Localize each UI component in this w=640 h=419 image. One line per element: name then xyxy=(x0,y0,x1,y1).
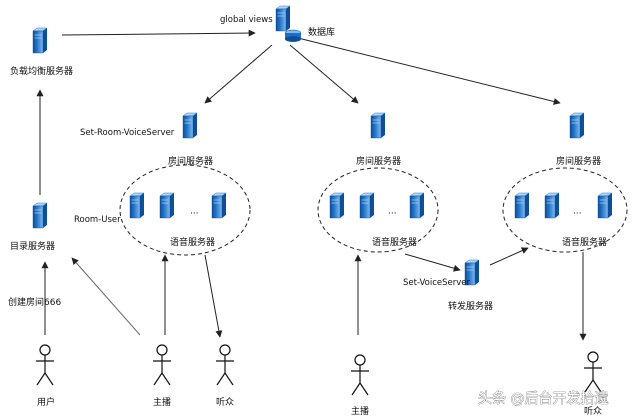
voice-server-icon xyxy=(211,192,227,219)
ellipsis-2: ··· xyxy=(388,209,397,219)
directory-server-label: 目录服务器 xyxy=(10,240,55,252)
database-label: 数据库 xyxy=(308,26,335,38)
voice-server-icon xyxy=(129,192,145,219)
database-server-icon xyxy=(275,5,291,32)
voice-server-icon xyxy=(514,192,530,219)
ellipsis-3: ··· xyxy=(573,209,582,219)
room-server-3-icon xyxy=(569,112,585,139)
host-1-label: 主播 xyxy=(153,396,171,408)
audience-actor-icon xyxy=(215,344,235,386)
create-room-label: 创建房间666 xyxy=(8,296,61,308)
global-views-label: global views xyxy=(220,15,273,25)
room-server-1-label: 房间服务器 xyxy=(168,155,213,167)
set-room-voice-server-label: Set-Room-VoiceServer xyxy=(80,128,175,138)
user-label: 用户 xyxy=(37,396,55,408)
relay-server-label: 转发服务器 xyxy=(448,300,493,312)
host-2-label: 主播 xyxy=(351,405,369,417)
room-server-2-icon xyxy=(370,112,386,139)
voice-cluster-3 xyxy=(502,167,628,253)
audience-2-label: 听众 xyxy=(584,406,602,417)
voice-server-icon xyxy=(544,192,560,219)
set-voice-server-label: Set-VoiceServer xyxy=(403,278,471,288)
room-server-3-label: 房间服务器 xyxy=(556,155,601,167)
user-actor-icon xyxy=(35,344,55,386)
voice-server-icon xyxy=(597,192,613,219)
voice-server-icon xyxy=(159,192,175,219)
room-user-label: Room-User xyxy=(74,215,121,225)
load-balancer-server-icon xyxy=(32,27,48,54)
voice-cluster-2 xyxy=(317,167,439,253)
directory-server-icon xyxy=(32,202,48,229)
watermark: 头条 @后台开发拾遗 xyxy=(478,390,608,407)
room-server-1-icon xyxy=(182,112,198,139)
voice-server-icon xyxy=(359,192,375,219)
ellipsis-1: ··· xyxy=(190,209,199,219)
host-actor-icon xyxy=(152,344,172,386)
audience-1-label: 听众 xyxy=(216,397,234,408)
host-actor-icon xyxy=(350,354,370,396)
audience-actor-icon xyxy=(583,351,603,393)
database-cylinder-icon xyxy=(284,29,302,42)
voice-server-2-label: 语音服务器 xyxy=(372,236,417,248)
voice-cluster-1 xyxy=(119,164,251,256)
voice-server-1-label: 语音服务器 xyxy=(170,236,215,248)
room-server-2-label: 房间服务器 xyxy=(356,155,401,167)
voice-server-icon xyxy=(409,192,425,219)
load-balancer-label: 负载均衡服务器 xyxy=(10,65,73,77)
connection-arrows xyxy=(36,29,587,341)
voice-server-icon xyxy=(329,192,345,219)
voice-server-3-label: 语音服务器 xyxy=(562,236,607,248)
